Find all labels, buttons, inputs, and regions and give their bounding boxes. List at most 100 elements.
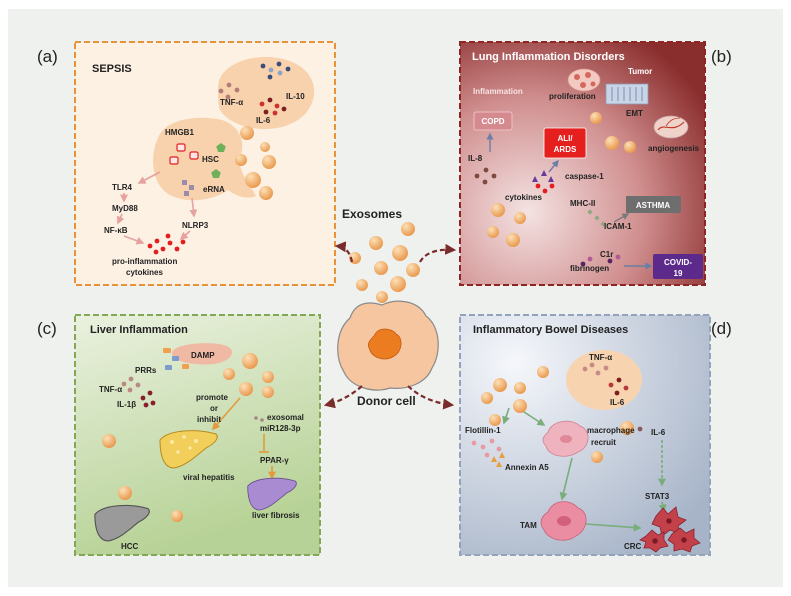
- cytokine-dot: [165, 233, 171, 239]
- cytokine-dot: [603, 365, 609, 371]
- cytokine-bubble: [217, 56, 315, 130]
- arrow-to-panel-b: [419, 243, 457, 263]
- cytokine-dot: [127, 387, 133, 393]
- panel-a-text: SEPSIS TNF-α IL-10 IL-6 HMGB1 HSC eRNA T…: [92, 63, 305, 277]
- exosome-particle: [259, 186, 273, 200]
- cytokine-dot: [607, 258, 613, 264]
- panel-c-tag: (c): [37, 319, 57, 338]
- hsc-pentagon-icon: [216, 143, 226, 152]
- label-copd: COPD: [481, 117, 504, 126]
- cytokine-dot: [268, 67, 274, 73]
- exosomes-label: Exosomes: [342, 207, 402, 221]
- label-ppar-gamma: PPAR-γ: [260, 456, 289, 465]
- cytokine-dot: [140, 395, 146, 401]
- hsc-pentagon-icon: [211, 169, 221, 178]
- label-il-6: IL-6: [256, 116, 271, 125]
- cytokine-dot: [614, 390, 620, 396]
- exosome-particle: [118, 486, 132, 500]
- cytokine-dot: [535, 183, 541, 189]
- cytokine-dot: [267, 97, 273, 103]
- label-stat3: STAT3: [645, 492, 670, 501]
- label-covid-19: 19: [674, 269, 683, 278]
- label-proliferation: proliferation: [549, 92, 596, 101]
- cytokine-dot: [623, 385, 629, 391]
- label-macrophage: macrophage: [587, 426, 635, 435]
- panel-d-shapes: [459, 314, 711, 556]
- exosome-particle: [235, 154, 247, 166]
- label-tam: TAM: [520, 521, 537, 530]
- cytokine-dot: [153, 249, 159, 255]
- label-recruit: recruit: [591, 438, 616, 447]
- cytokine-dot: [263, 109, 269, 115]
- label-hmgb1: HMGB1: [165, 128, 194, 137]
- panel-a-title: SEPSIS: [92, 63, 132, 75]
- asthma-box: [626, 196, 681, 213]
- cytokine-dot: [180, 239, 186, 245]
- label-fibrinogen: fibrinogen: [570, 264, 609, 273]
- exosome-particle: [514, 382, 526, 394]
- exosome-particle: [171, 510, 183, 522]
- label-emt: EMT: [626, 109, 643, 118]
- angiogenesis-icon: [653, 115, 689, 139]
- exosome-particle: [514, 212, 526, 224]
- label-hcc: HCC: [121, 542, 139, 551]
- label-tnf-alpha: TNF-α: [589, 353, 612, 362]
- exosome-particle: [376, 291, 388, 303]
- label-pro-inflammation: pro-inflammation: [112, 257, 177, 266]
- exosome-particle: [356, 279, 368, 291]
- cytokine-dot: [471, 440, 477, 446]
- exosome-particle: [262, 155, 276, 169]
- cytokine-dot: [135, 382, 141, 388]
- panel-b-text: Lung Inflammation Disorders Tumor Inflam…: [468, 51, 700, 278]
- exosome-particle: [223, 368, 235, 380]
- label-angiogenesis: angiogenesis: [648, 144, 700, 153]
- panel-b-shapes: [459, 41, 706, 286]
- arrow-to-panel-d: [407, 385, 455, 410]
- label-ali: ALI/: [557, 134, 573, 143]
- covid-box: [653, 254, 703, 279]
- prr-receptor-icon: [163, 348, 189, 370]
- exosome-particle: [591, 451, 603, 463]
- panel-a-tag: (a): [37, 47, 58, 66]
- cytokine-dot: [267, 74, 273, 80]
- cytokine-dot: [259, 101, 265, 107]
- label-flotillin-1: Flotillin-1: [465, 426, 501, 435]
- cytokine-dot: [160, 246, 166, 252]
- panel-a-shapes: [74, 41, 336, 286]
- exosome-particle: [390, 276, 406, 292]
- cytokine-dot: [474, 173, 480, 179]
- macrophage-icon: [542, 420, 589, 457]
- donor-cell-nucleus: [367, 328, 402, 360]
- icam-molecule: [594, 215, 600, 221]
- cytokine-dot: [595, 370, 601, 376]
- cytokine-dot: [491, 173, 497, 179]
- label-exosomal: exosomal: [267, 413, 304, 422]
- label-icam-1: ICAM-1: [604, 222, 632, 231]
- cytokine-dot: [218, 88, 224, 94]
- exosome-particle: [369, 236, 383, 250]
- cytokine-dot: [143, 402, 149, 408]
- exosome-particle: [102, 434, 116, 448]
- hmgb1-icon: [169, 143, 199, 165]
- arrow-to-panel-c: [323, 385, 363, 409]
- cytokine-dot: [276, 61, 282, 67]
- cytokine-dot: [637, 426, 643, 432]
- exosome-particle: [493, 378, 507, 392]
- donor-cell-label: Donor cell: [357, 394, 416, 408]
- exosome-particle: [605, 136, 619, 150]
- exosome-particle: [406, 263, 420, 277]
- label-or: or: [210, 404, 218, 413]
- label-asthma: ASTHMA: [636, 201, 670, 210]
- molecule-triangle: [491, 456, 497, 462]
- label-il-10: IL-10: [286, 92, 305, 101]
- liver-hepatitis-icon: [159, 430, 218, 469]
- label-hsc: HSC: [202, 155, 219, 164]
- liver-fibrosis-icon: [247, 477, 297, 511]
- panel-c-text: Liver Inflammation DAMP PRRs TNF-α IL-1β…: [90, 324, 304, 551]
- liver-hcc-icon: [94, 504, 150, 542]
- cytokine-dot: [484, 452, 490, 458]
- ali-ards-box: [543, 127, 587, 159]
- label-tnf-alpha: TNF-α: [99, 385, 122, 394]
- cytokine-dot: [274, 103, 280, 109]
- label-il-8: IL-8: [468, 154, 483, 163]
